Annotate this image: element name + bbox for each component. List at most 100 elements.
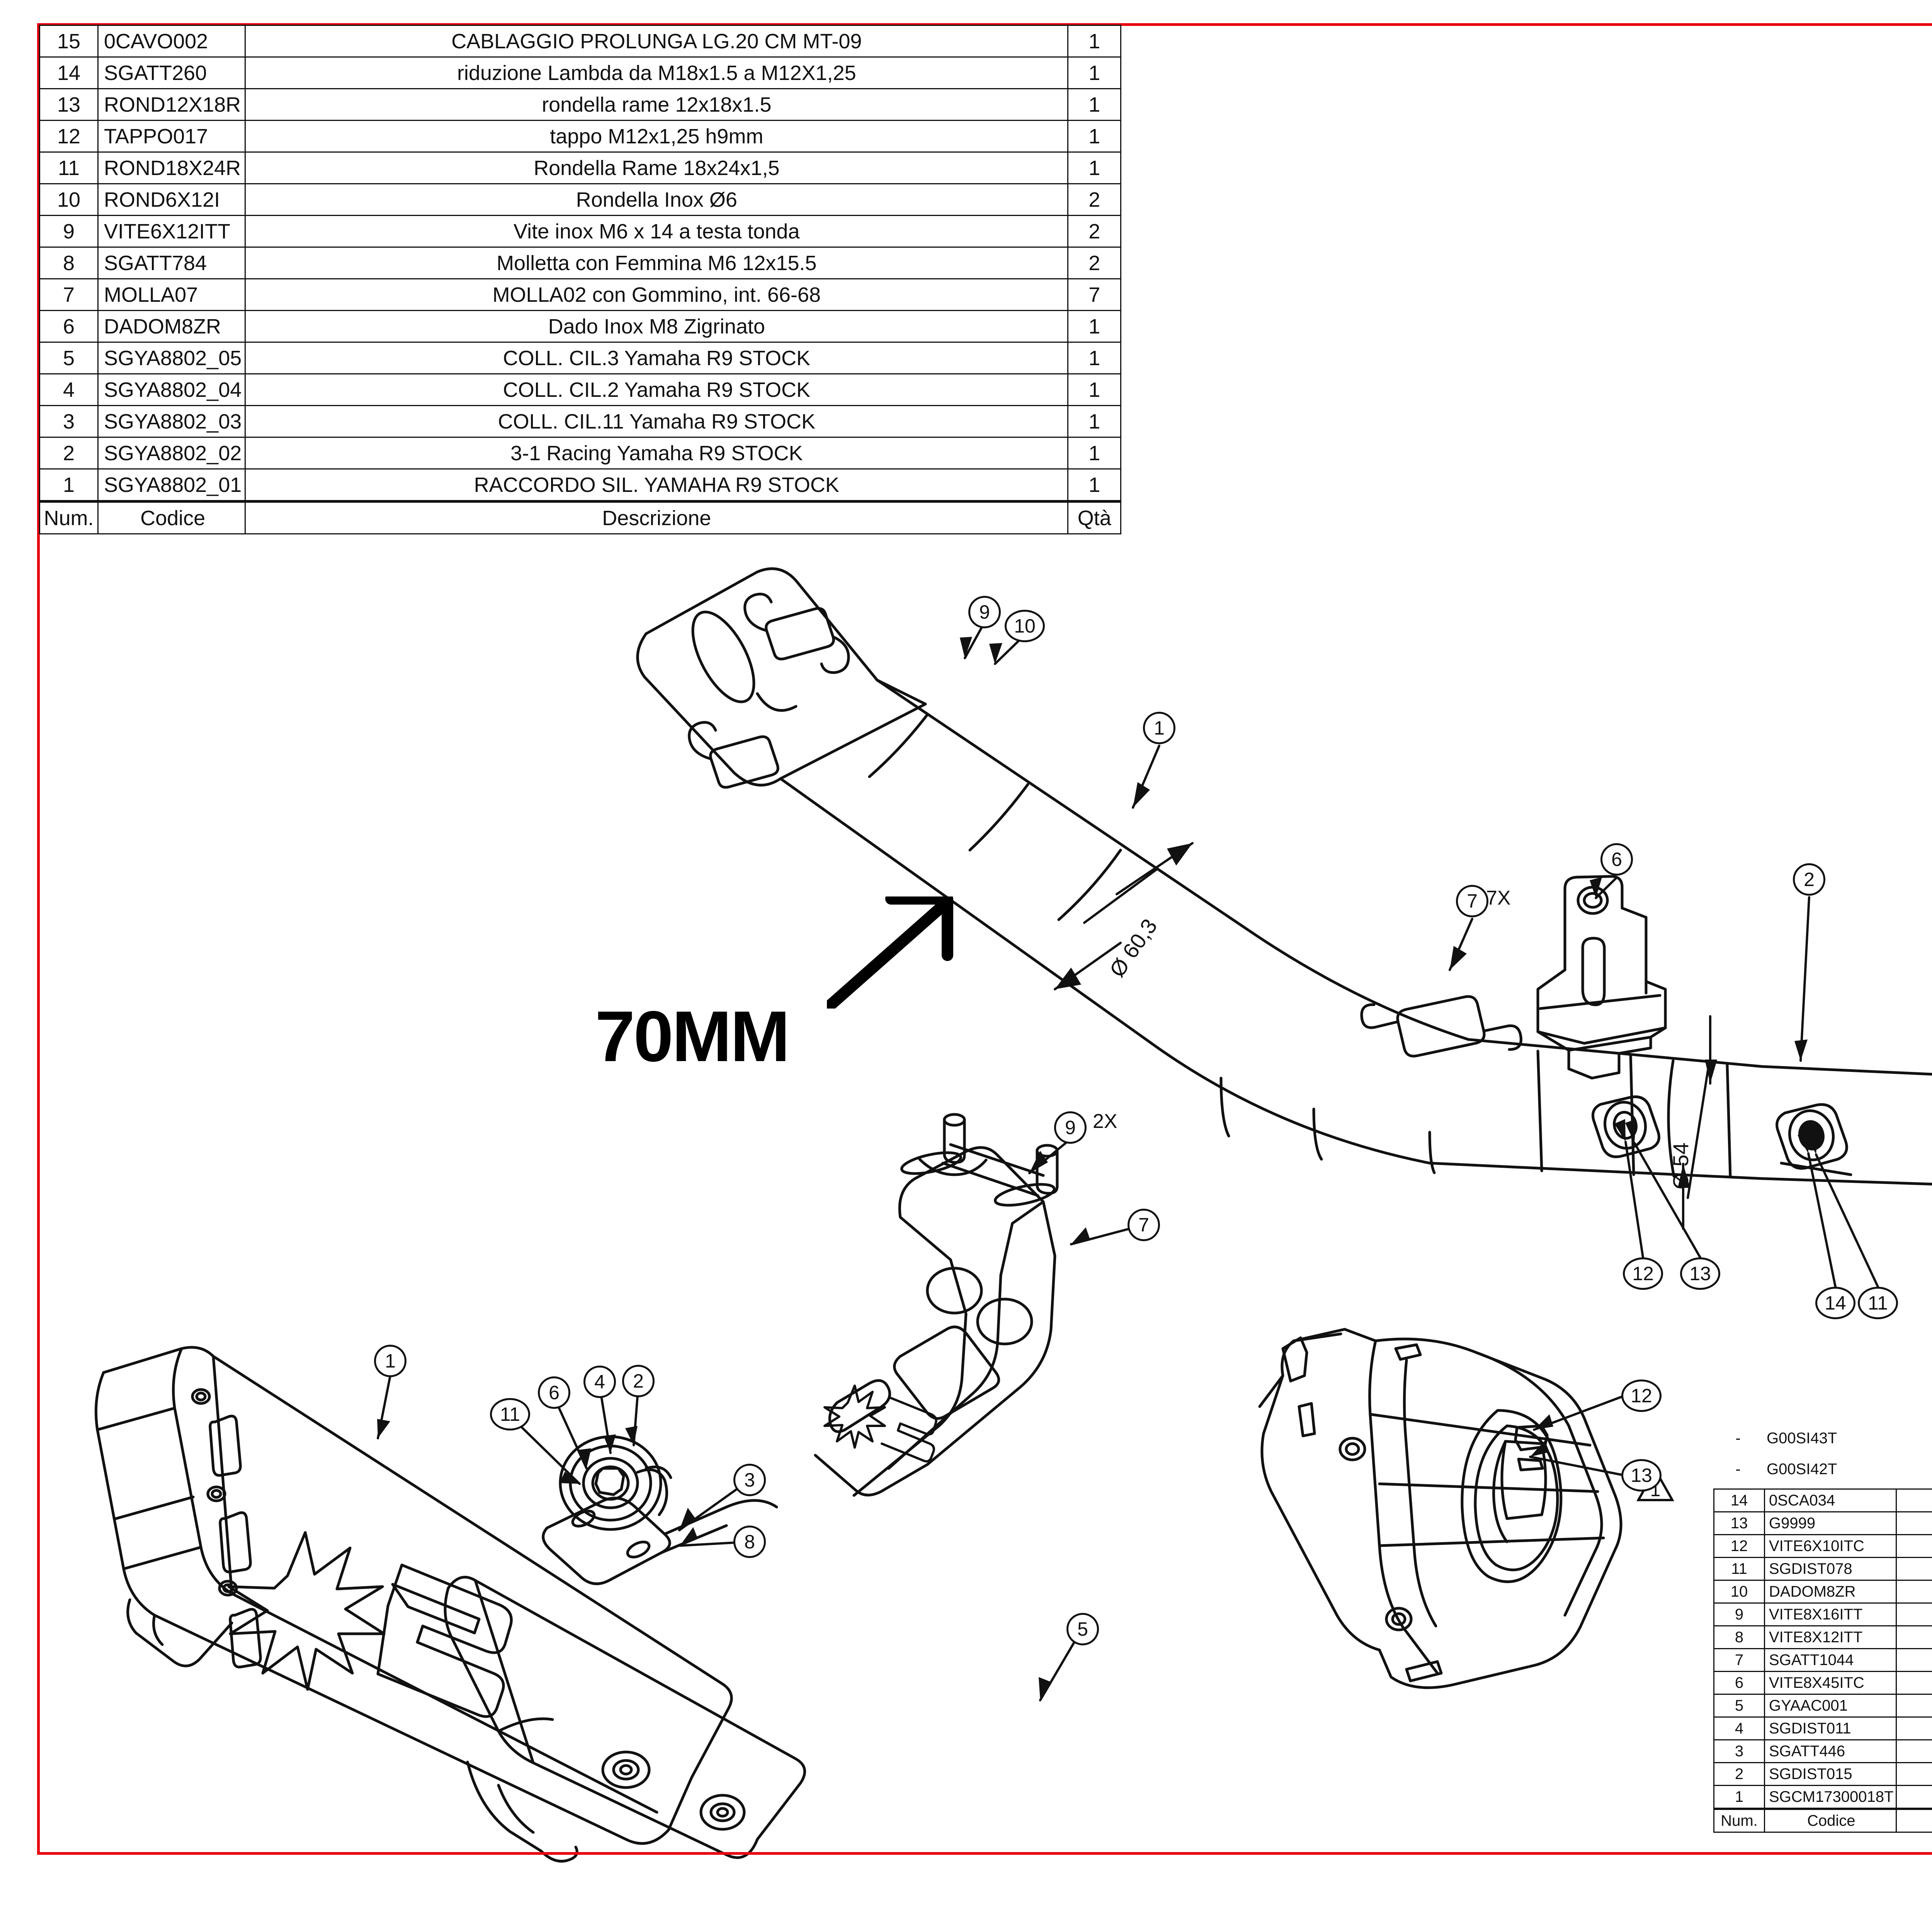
callout-7-spring[interactable]: 7 [1456,885,1488,917]
table-cell-num: 7 [39,278,99,311]
callout-12-detail[interactable]: 12 [1621,1379,1662,1412]
callout-13-mid[interactable]: 13 [1680,1257,1720,1290]
table-cell-qty: 2 [1067,247,1122,279]
table-cell-desc: Vite inox M6 x 14 a testa tonda [245,215,1069,248]
callout-1-pipe[interactable]: 1 [1143,712,1175,744]
table-cell-num: 3 [39,405,99,438]
callout-9-bracket[interactable]: 9 [1054,1111,1087,1144]
callout-13-detail[interactable]: 13 [1621,1459,1662,1492]
table-cell-num: 8 [1713,1625,1765,1649]
table-cell-num: 4 [39,373,99,406]
table-cell-num: 6 [39,310,99,343]
table-cell-desc: DISTANZ.GOMMA Ø30 F12,0 H=13,0 [1896,1716,1932,1740]
table-cell-desc: DBK Force Evo Ø40 L.76 DX [1896,1511,1932,1535]
callout-11-mid[interactable]: 11 [1858,1287,1898,1319]
table-cell-code: ROND18X24R [97,151,246,184]
table-cell-qty: 1 [1067,25,1122,58]
callout-3-silencer[interactable]: 3 [733,1464,766,1496]
table-header-qty: Qtà [1067,500,1122,534]
table-cell-code: SGATT446 [1764,1739,1897,1763]
silencer [94,1346,806,1863]
table-cell-num: 2 [39,437,99,469]
table-cell-code: SGYA8802_05 [97,342,246,374]
callout-1-silencer[interactable]: 1 [374,1345,406,1377]
callout-6-silencer[interactable]: 6 [538,1376,570,1409]
table-cell-code: ROND6X12I [97,183,246,216]
table-row: 6VITE8X45ITCVite Inox M8 x 45 a Testa Ci… [1713,1671,1932,1695]
table-cell-code: ROND12X18R [97,88,246,121]
springs [688,592,1522,1058]
callout-14-mid[interactable]: 14 [1815,1287,1855,1319]
table-header-desc: Descrizione [245,500,1069,534]
table-cell-qty: 1 [1067,373,1122,406]
callout-5-silencer[interactable]: 5 [1066,1613,1099,1645]
table-cell-num: 4 [1713,1716,1765,1740]
seventy-mm-label: 70MM [595,997,790,1077]
callout-7-bracket[interactable]: 7 [1128,1209,1160,1241]
table-cell-num: 13 [1713,1511,1765,1535]
table-cell-code: SGDIST015 [1764,1762,1897,1786]
table-row: 3SGATT446attacco silenziatore Konix ZX6R… [1713,1739,1932,1763]
table-header-num: Num. [1713,1808,1765,1833]
callout-4-silencer[interactable]: 4 [583,1366,616,1398]
table-cell-num: 10 [1713,1580,1765,1604]
table-cell-desc: Dado Inox M8 Zigrinato [245,310,1069,343]
callout-11-silencer[interactable]: 11 [490,1398,530,1431]
table-row: 5GYAAC001Carter Konix Grid-O MotoGP Yama… [1713,1694,1932,1718]
table-cell-desc: KONIX EVO E4 I.70 U.60 F100 DX [1896,1785,1932,1810]
table-cell-desc: CABLAGGIO PROLUNGA LG.20 CM MT-09 [245,25,1069,58]
table-row: 1SGCM17300018TKONIX EVO E4 I.70 U.60 F10… [1713,1785,1932,1810]
dimension-dia-60-3: Ø 60,3 [1104,914,1162,981]
table-cell-qty: 1 [1067,405,1122,438]
table-cell-desc: Rondella Inox Ø6 [245,183,1069,216]
table-row: -G00SI42TGrid-O Silencer- [1713,1454,1932,1485]
table-cell-num: 12 [39,120,99,153]
dimension-lines [1054,842,1711,1230]
table-cell-qty: 1 [1067,56,1122,89]
callout-2-pipe[interactable]: 2 [1793,863,1825,896]
table-cell-num: 11 [39,151,99,184]
table-cell-code: VITE6X10ITC [1764,1534,1897,1558]
table-row: 4SGDIST011DISTANZ.GOMMA Ø30 F12,0 H=13,0… [1713,1716,1932,1740]
table-cell-code: G00SI42T [1767,1460,1837,1478]
table-cell-desc: Grid-O Silencer [1893,1454,1932,1485]
table-cell-num: 14 [39,56,99,89]
table-cell-qty: 1 [1067,120,1122,153]
callout-6-bracket[interactable]: 6 [1600,843,1633,876]
table-cell-code: SGCM17300018T [1764,1785,1897,1810]
table-cell-desc: Molletta con Femmina M6 12x15.5 [245,247,1069,279]
table-cell-desc: Spessore Gommino h16 f8.5 [1896,1762,1932,1786]
callout-9-pipe-top[interactable]: 9 [968,596,1001,628]
table-cell-desc: Dado Inox M8 Zigrinato [1896,1580,1932,1604]
table-cell-desc: MOLLA02 con Gommino, int. 66-68 [245,278,1069,311]
multiplier-2x: 2X [1093,1110,1117,1133]
spark-mark-bracket [823,1385,937,1463]
table-cell-qty: 1 [1067,310,1122,343]
table-row: 2SGDIST015Spessore Gommino h16 f8.51 [1713,1762,1932,1786]
callout-12-mid[interactable]: 12 [1623,1257,1663,1290]
table-header-code: Codice [1764,1808,1897,1833]
table-cell-num: 1 [1713,1785,1765,1810]
table-cell-num: - [1735,1460,1741,1478]
table-cell-qty: 1 [1067,437,1122,469]
outlet-detail-view [1258,1328,1622,1689]
callout-8-silencer[interactable]: 8 [733,1526,766,1558]
callout-2-silencer[interactable]: 2 [622,1365,655,1397]
frame-bracket [814,1113,1059,1497]
bom-table-bottom-prerows: -G00SI43TMotoGP Silencer--G00SI42TGrid-O… [1713,1423,1932,1485]
table-cell-code: SGYA8802_02 [97,437,246,469]
table-cell-desc: riduzione Lambda da M18x1.5 a M12X1,25 [245,56,1069,89]
table-cell-desc: STAFFA TELAIO YAMAHA R9 STOCK [1896,1648,1932,1672]
table-cell-desc: MotoGP Silencer [1893,1423,1932,1454]
table-cell-qty: 1 [1067,151,1122,184]
callout-10-pipe-top[interactable]: 10 [1005,610,1045,642]
